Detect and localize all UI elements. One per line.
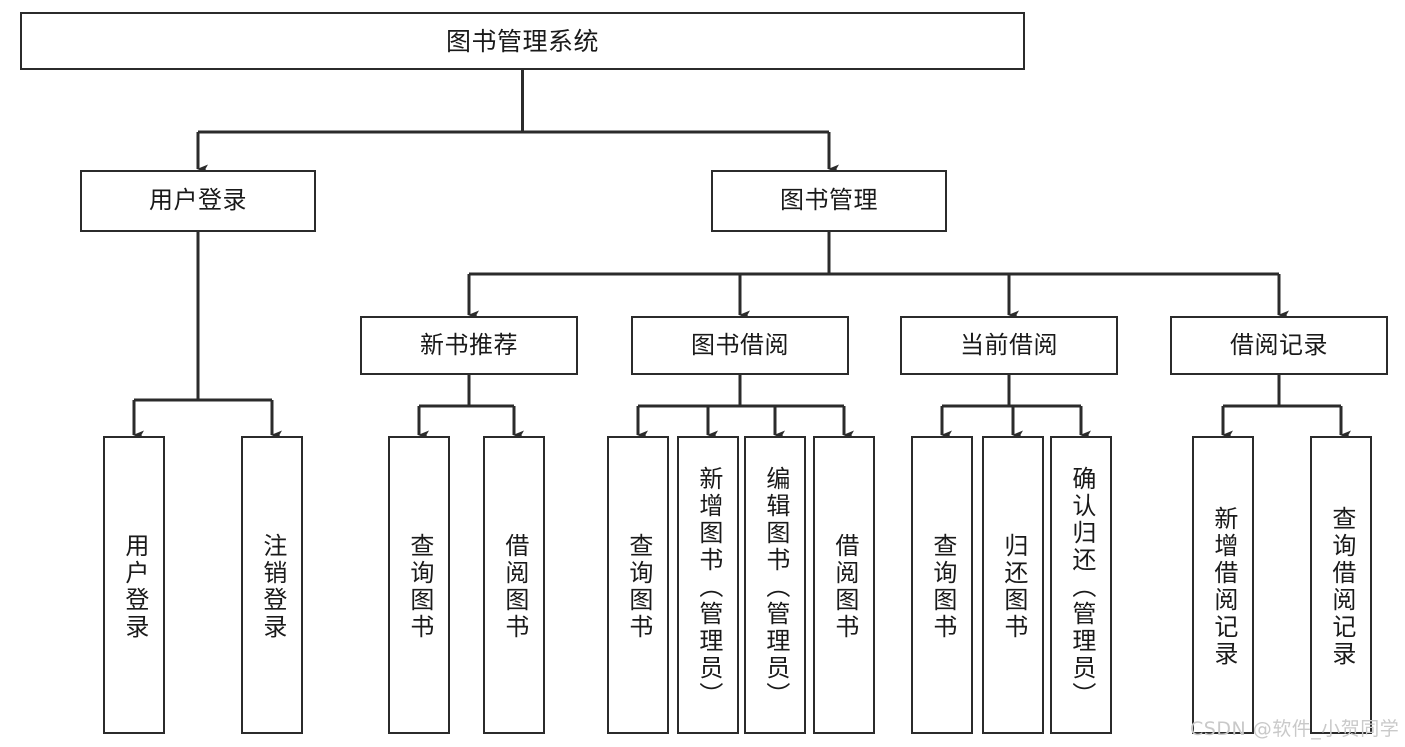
node-label: 图书管理: [780, 186, 878, 215]
node-label: 查询图书: [405, 533, 434, 641]
node-label: 用户登录: [149, 186, 247, 215]
node-b-query[interactable]: 查询图书: [607, 436, 669, 734]
node-r-add[interactable]: 新增借阅记录: [1192, 436, 1254, 734]
node-label: 借阅图书: [830, 533, 859, 641]
node-label: 新书推荐: [420, 330, 518, 359]
node-borrow[interactable]: 图书借阅: [631, 316, 849, 375]
node-label: 查询图书: [928, 533, 957, 641]
node-label: 查询图书: [624, 533, 653, 641]
node-r-query[interactable]: 查询借阅记录: [1310, 436, 1372, 734]
node-label: 借阅图书: [500, 533, 529, 641]
node-label: 用户登录: [120, 533, 149, 641]
node-label: 图书借阅: [691, 330, 789, 359]
node-n-query[interactable]: 查询图书: [388, 436, 450, 734]
node-current[interactable]: 当前借阅: [900, 316, 1118, 375]
node-bookmgmt[interactable]: 图书管理: [711, 170, 947, 232]
node-label: 当前借阅: [960, 330, 1058, 359]
node-label: 查询借阅记录: [1327, 506, 1356, 668]
node-c-return[interactable]: 归还图书: [982, 436, 1044, 734]
node-b-edit[interactable]: 编辑图书（管理员）: [744, 436, 806, 734]
node-n-borrow[interactable]: 借阅图书: [483, 436, 545, 734]
node-c-query[interactable]: 查询图书: [911, 436, 973, 734]
node-c-confirm[interactable]: 确认归还（管理员）: [1050, 436, 1112, 734]
node-label: 编辑图书（管理员）: [761, 466, 790, 709]
node-label: 归还图书: [999, 533, 1028, 641]
node-label: 注销登录: [258, 533, 287, 641]
node-label: 借阅记录: [1230, 330, 1328, 359]
node-label: 新增图书（管理员）: [694, 466, 723, 709]
node-l-login[interactable]: 用户登录: [103, 436, 165, 734]
node-root[interactable]: 图书管理系统: [20, 12, 1025, 70]
node-label: 图书管理系统: [445, 26, 599, 56]
node-login[interactable]: 用户登录: [80, 170, 316, 232]
watermark-text: CSDN @软件_小贺同学: [1190, 718, 1400, 740]
node-records[interactable]: 借阅记录: [1170, 316, 1388, 375]
node-newbook[interactable]: 新书推荐: [360, 316, 578, 375]
node-label: 新增借阅记录: [1209, 506, 1238, 668]
node-label: 确认归还（管理员）: [1067, 466, 1096, 709]
node-b-add[interactable]: 新增图书（管理员）: [677, 436, 739, 734]
node-l-logout[interactable]: 注销登录: [241, 436, 303, 734]
node-b-lend[interactable]: 借阅图书: [813, 436, 875, 734]
